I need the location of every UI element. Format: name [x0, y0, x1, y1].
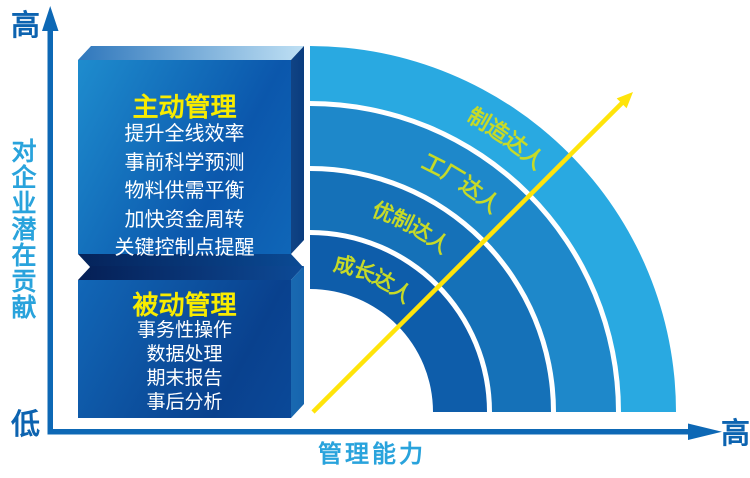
passive-management-box: 被动管理 事务性操作 数据处理 期末报告 事后分析: [78, 266, 304, 418]
list-item: 物料供需平衡: [124, 180, 245, 202]
ring-level-2: [310, 171, 551, 412]
x-axis-title: 管理能力: [318, 441, 426, 468]
list-item: 数据处理: [146, 344, 223, 365]
list-item: 提升全线效率: [124, 123, 245, 145]
list-item: 事前科学预测: [124, 151, 245, 174]
box-bottom-face: [78, 254, 304, 268]
list-item: 事务性操作: [136, 320, 232, 341]
x-axis-high-label: 高: [721, 418, 750, 450]
x-axis-arrow-icon: [688, 423, 722, 440]
y-axis-line: [47, 28, 53, 433]
y-axis-low-label: 低: [11, 409, 41, 441]
box-top-face: [78, 266, 304, 280]
y-axis-high-label: 高: [11, 10, 41, 42]
list-item: 事后分析: [146, 392, 223, 413]
passive-management-items: 事务性操作 数据处理 期末报告 事后分析: [78, 319, 291, 415]
y-axis-title: 对企业潜在贡献: [8, 138, 36, 320]
y-axis-arrow-icon: [42, 6, 59, 31]
x-axis-line: [47, 429, 689, 435]
list-item: 加快资金周转: [124, 208, 245, 231]
trend-arrow-head-icon: [616, 92, 633, 109]
ring-level-4: [310, 46, 676, 412]
ring-level-3: [310, 106, 616, 412]
box-right-face: [291, 266, 304, 418]
active-management-title: 主动管理: [132, 92, 237, 122]
list-item: 期末报告: [146, 368, 223, 389]
trend-arrow-line: [311, 101, 624, 414]
active-management-box: 主动管理 提升全线效率 事前科学预测 物料供需平衡 加快资金周转 关键控制点提醒: [78, 46, 304, 268]
list-item: 关键控制点提醒: [114, 237, 255, 259]
box-front-face: [78, 280, 291, 418]
active-management-items: 提升全线效率 事前科学预测 物料供需平衡 加快资金周转 关键控制点提醒: [78, 120, 291, 263]
box-front-face: [78, 60, 291, 254]
box-right-face: [291, 46, 304, 254]
box-top-face: [78, 46, 304, 60]
passive-management-title: 被动管理: [132, 290, 237, 320]
